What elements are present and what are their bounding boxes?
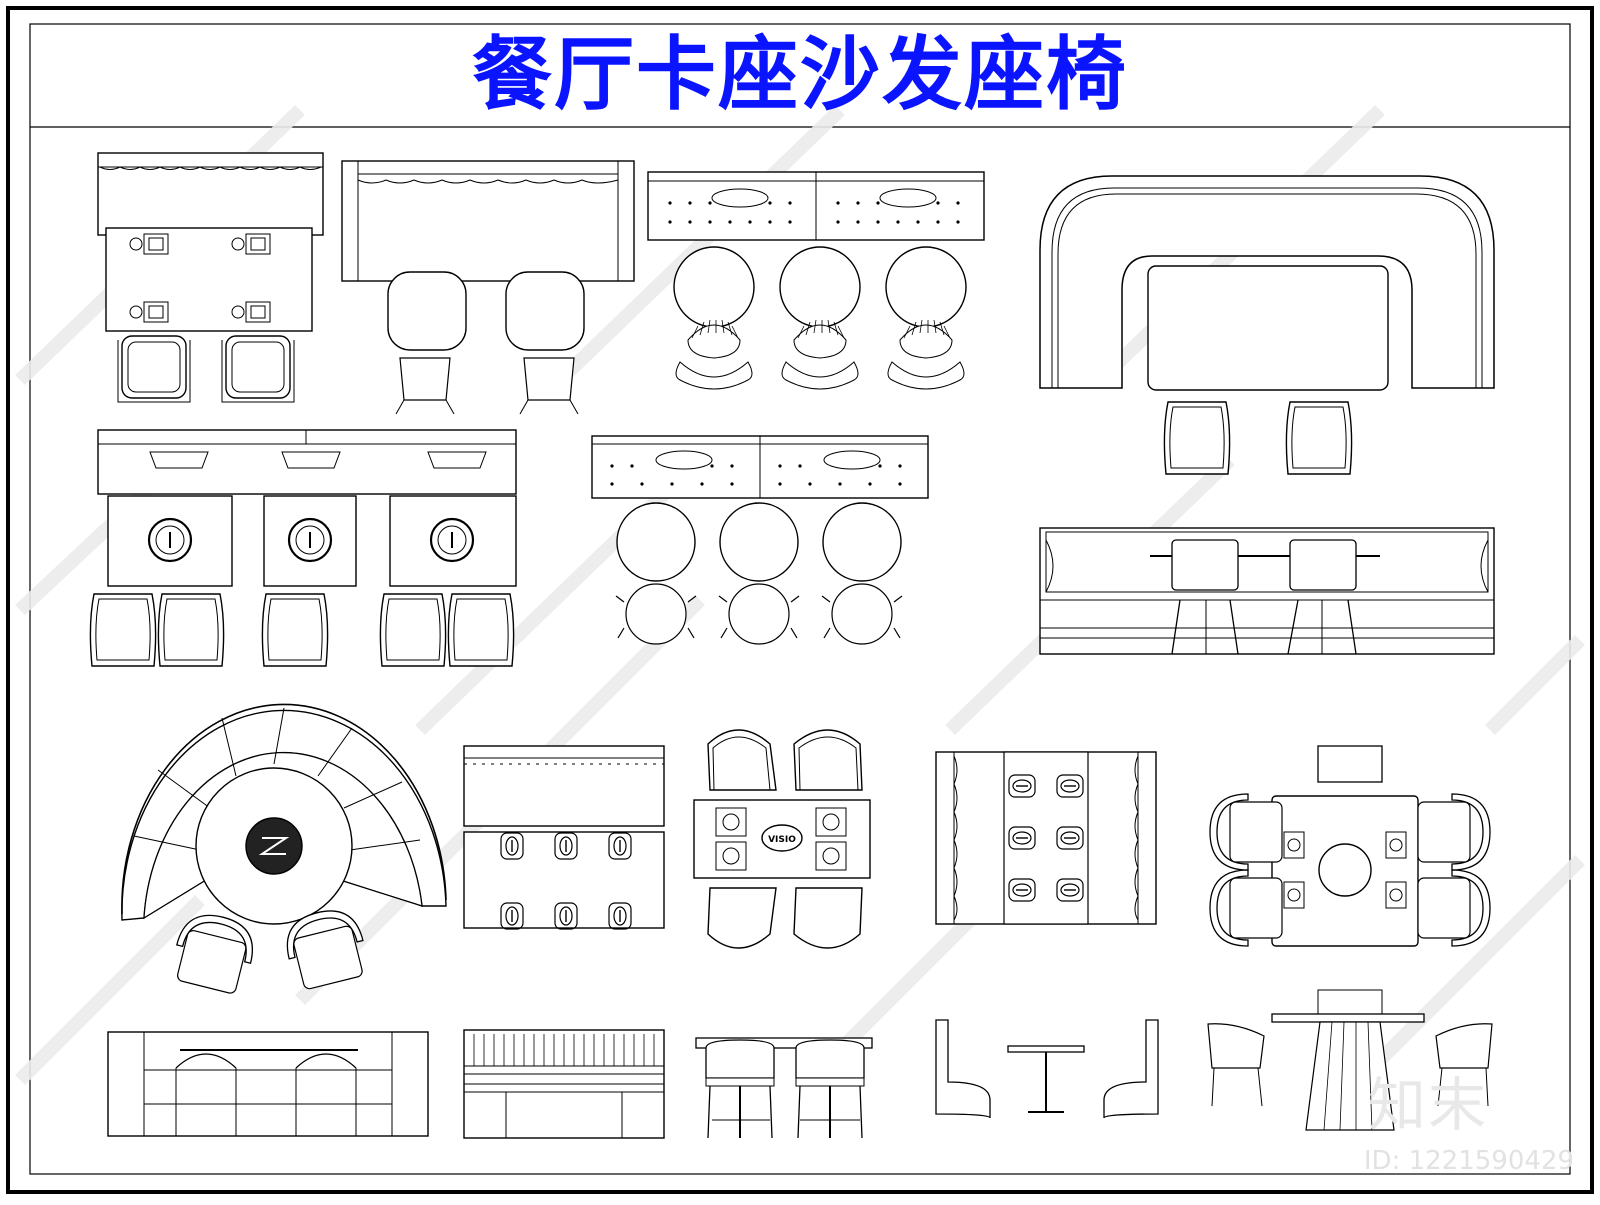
plate-text: VISIO: [768, 835, 796, 845]
bench-with-round-tables-plan-2: [591, 435, 929, 645]
round-booth-plan: [121, 703, 447, 997]
booth-elevation-2: [463, 1029, 665, 1139]
booth-section-elevation: [935, 1019, 1159, 1119]
bench-with-round-tables-plan: [647, 171, 985, 390]
long-booth-square-tables-plan: [89, 429, 517, 667]
brand-logo: 知末: [1367, 1071, 1488, 1139]
booth-elevation-1: [107, 1031, 429, 1137]
u-shaped-booth-plan: [1039, 175, 1495, 475]
table-armchairs-elevation: [1207, 989, 1493, 1131]
sofa-with-chairs-plan: [341, 160, 635, 415]
square-table-armchairs-plan: [1209, 745, 1491, 947]
booth-long-table-plan: [463, 745, 665, 930]
drawing-title: 餐厅卡座沙发座椅: [472, 27, 1128, 121]
bar-stools-elevation: [695, 1037, 873, 1139]
id-label: ID: 1221590429: [1363, 1146, 1574, 1176]
booth-with-table-plan: [97, 152, 324, 403]
dining-table-four-chairs-plan: VISIO: [693, 729, 871, 949]
double-bench-table-plan: [935, 751, 1157, 925]
booth-elevation-with-stools: [1039, 527, 1495, 655]
